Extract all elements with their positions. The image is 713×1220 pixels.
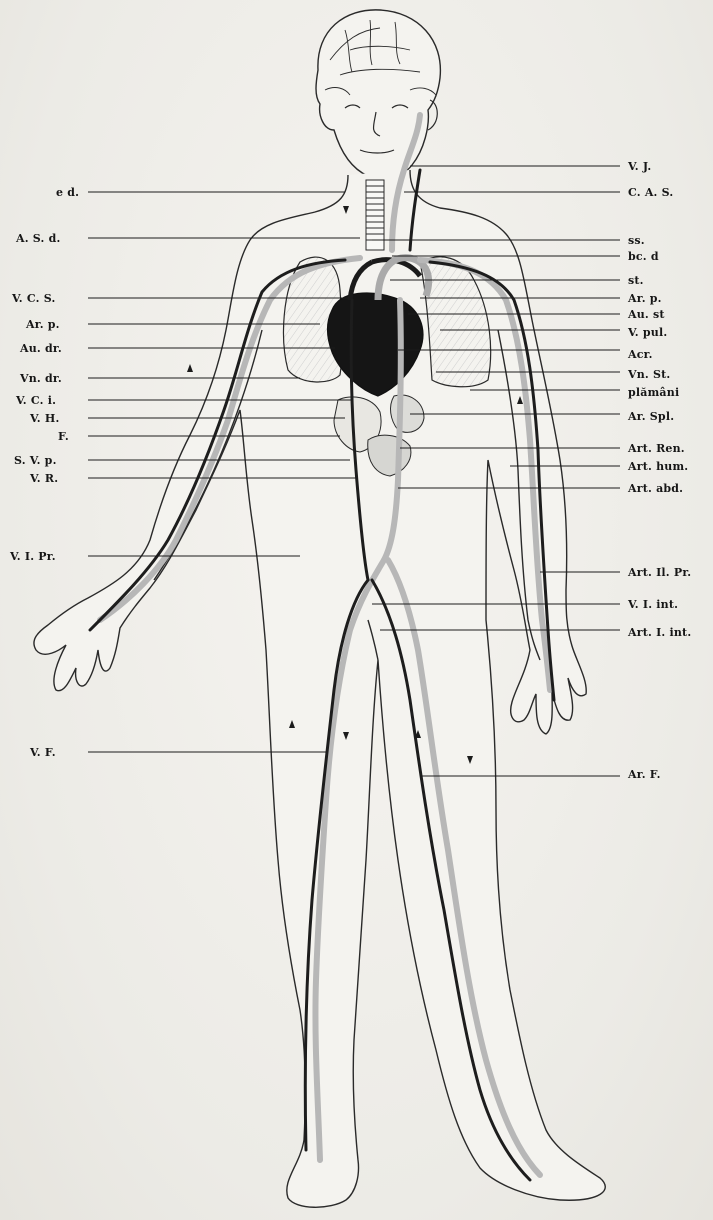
label-bc-d: bc. d (628, 250, 659, 263)
label-v-i-int: V. I. int. (628, 598, 678, 611)
label-art-abd: Art. abd. (628, 482, 683, 495)
label-f: F. (58, 430, 69, 443)
label-v-pul: V. pul. (628, 326, 667, 339)
label-ss: ss. (628, 234, 645, 247)
label-au-dr: Au. dr. (20, 342, 62, 355)
label-v-c-i: V. C. i. (16, 394, 56, 407)
label-vn-st: Vn. St. (628, 368, 670, 381)
label-v-i-pr: V. I. Pr. (10, 550, 56, 563)
label-vn-dr: Vn. dr. (20, 372, 62, 385)
label-v-f: V. F. (30, 746, 56, 759)
label-a-s-d: A. S. d. (16, 232, 61, 245)
label-acr: Acr. (628, 348, 653, 361)
label-art-il-pr: Art. Il. Pr. (628, 566, 691, 579)
label-ar-spl: Ar. Spl. (628, 410, 674, 423)
label-ar-p-right: Ar. p. (628, 292, 662, 305)
label-ar-f: Ar. F. (628, 768, 661, 781)
arrow-up-left-arm (187, 364, 193, 372)
label-art-hum: Art. hum. (628, 460, 688, 473)
label-art-i-int: Art. I. int. (628, 626, 691, 639)
label-v-h: V. H. (30, 412, 60, 425)
label-v-j: V. J. (628, 160, 651, 173)
label-s-v-p: S. V. p. (14, 454, 57, 467)
label-plamani: plămâni (628, 386, 679, 399)
label-st: st. (628, 274, 644, 287)
label-ar-p-left: Ar. p. (26, 318, 60, 331)
label-c-a-s: C. A. S. (628, 186, 673, 199)
label-v-r: V. R. (30, 472, 58, 485)
label-e-d: e d. (56, 186, 79, 199)
label-art-ren: Art. Ren. (628, 442, 685, 455)
label-v-c-s: V. C. S. (12, 292, 55, 305)
label-au-st: Au. st (628, 308, 665, 321)
